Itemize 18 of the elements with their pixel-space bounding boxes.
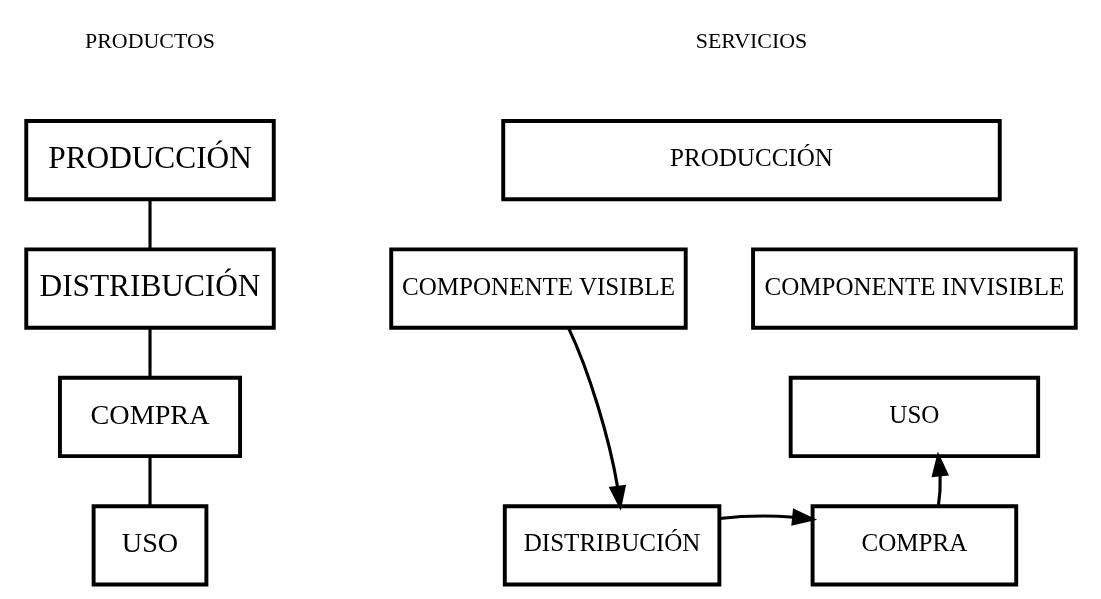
node-box: COMPRA bbox=[810, 504, 1018, 587]
node-box: PRODUCCIÓN bbox=[500, 118, 1002, 202]
arrow bbox=[566, 327, 626, 511]
arrow bbox=[718, 508, 817, 526]
label: SERVICIOS bbox=[695, 28, 807, 54]
node-box: DISTRIBUCIÓN bbox=[23, 247, 276, 330]
node-box: PRODUCCIÓN bbox=[23, 118, 276, 202]
connector bbox=[147, 327, 152, 378]
node-box: USO bbox=[788, 375, 1040, 459]
node-box: DISTRIBUCIÓN bbox=[502, 504, 721, 587]
node-box: COMPRA bbox=[57, 375, 242, 459]
label: PRODUCTOS bbox=[84, 28, 215, 54]
arrow bbox=[931, 451, 949, 507]
node-box: COMPONENTE INVISIBLE bbox=[750, 247, 1078, 330]
node-box: USO bbox=[91, 504, 208, 587]
connector bbox=[147, 456, 152, 506]
node-box: COMPONENTE VISIBLE bbox=[388, 247, 688, 330]
connector bbox=[147, 199, 152, 249]
